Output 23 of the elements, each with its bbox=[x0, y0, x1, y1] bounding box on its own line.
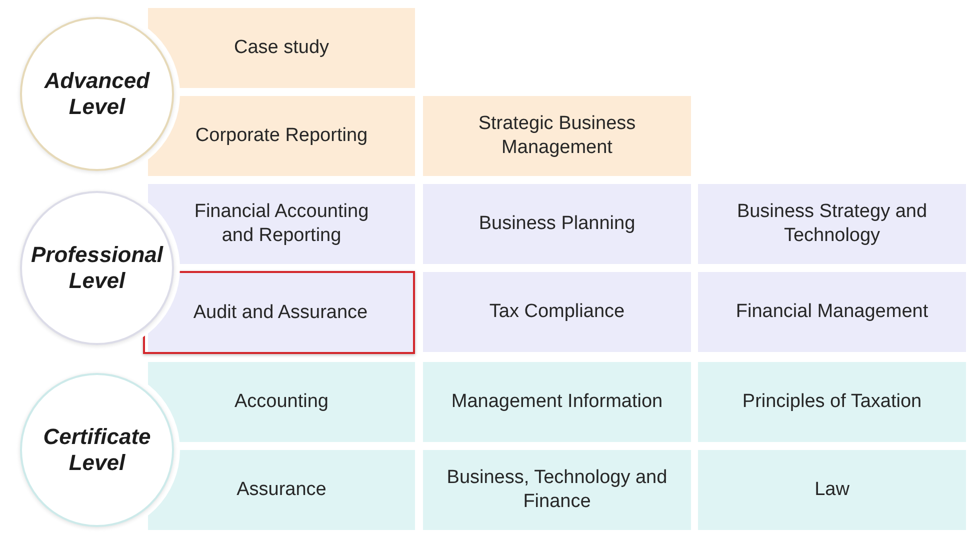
level-title: Advanced Level bbox=[43, 68, 151, 120]
course-tile bbox=[423, 96, 691, 176]
level-title: Certificate Level bbox=[42, 424, 152, 476]
course-title: Management Information bbox=[451, 390, 663, 414]
course-title: Accounting bbox=[234, 390, 328, 414]
course-title: Business, Technology and Finance bbox=[446, 466, 668, 514]
course-tile bbox=[423, 362, 691, 442]
course-title: Business Planning bbox=[478, 212, 636, 236]
level-title: Professional Level bbox=[30, 242, 164, 294]
course-title: Financial Accounting and Reporting bbox=[193, 200, 370, 248]
course-title: Corporate Reporting bbox=[195, 124, 368, 148]
course-title: Law bbox=[814, 478, 850, 502]
course-title: Audit and Assurance bbox=[193, 300, 368, 324]
course-title: Case study bbox=[234, 36, 330, 60]
course-title: Tax Compliance bbox=[489, 300, 625, 324]
course-tile bbox=[698, 362, 966, 442]
course-tile bbox=[423, 450, 691, 530]
course-title: Financial Management bbox=[736, 300, 928, 324]
course-tile bbox=[698, 450, 966, 530]
course-title: Strategic Business Management bbox=[477, 112, 637, 160]
course-title: Business Strategy and Technology bbox=[736, 200, 928, 248]
course-title: Principles of Taxation bbox=[742, 390, 922, 414]
course-title: Assurance bbox=[236, 478, 326, 502]
